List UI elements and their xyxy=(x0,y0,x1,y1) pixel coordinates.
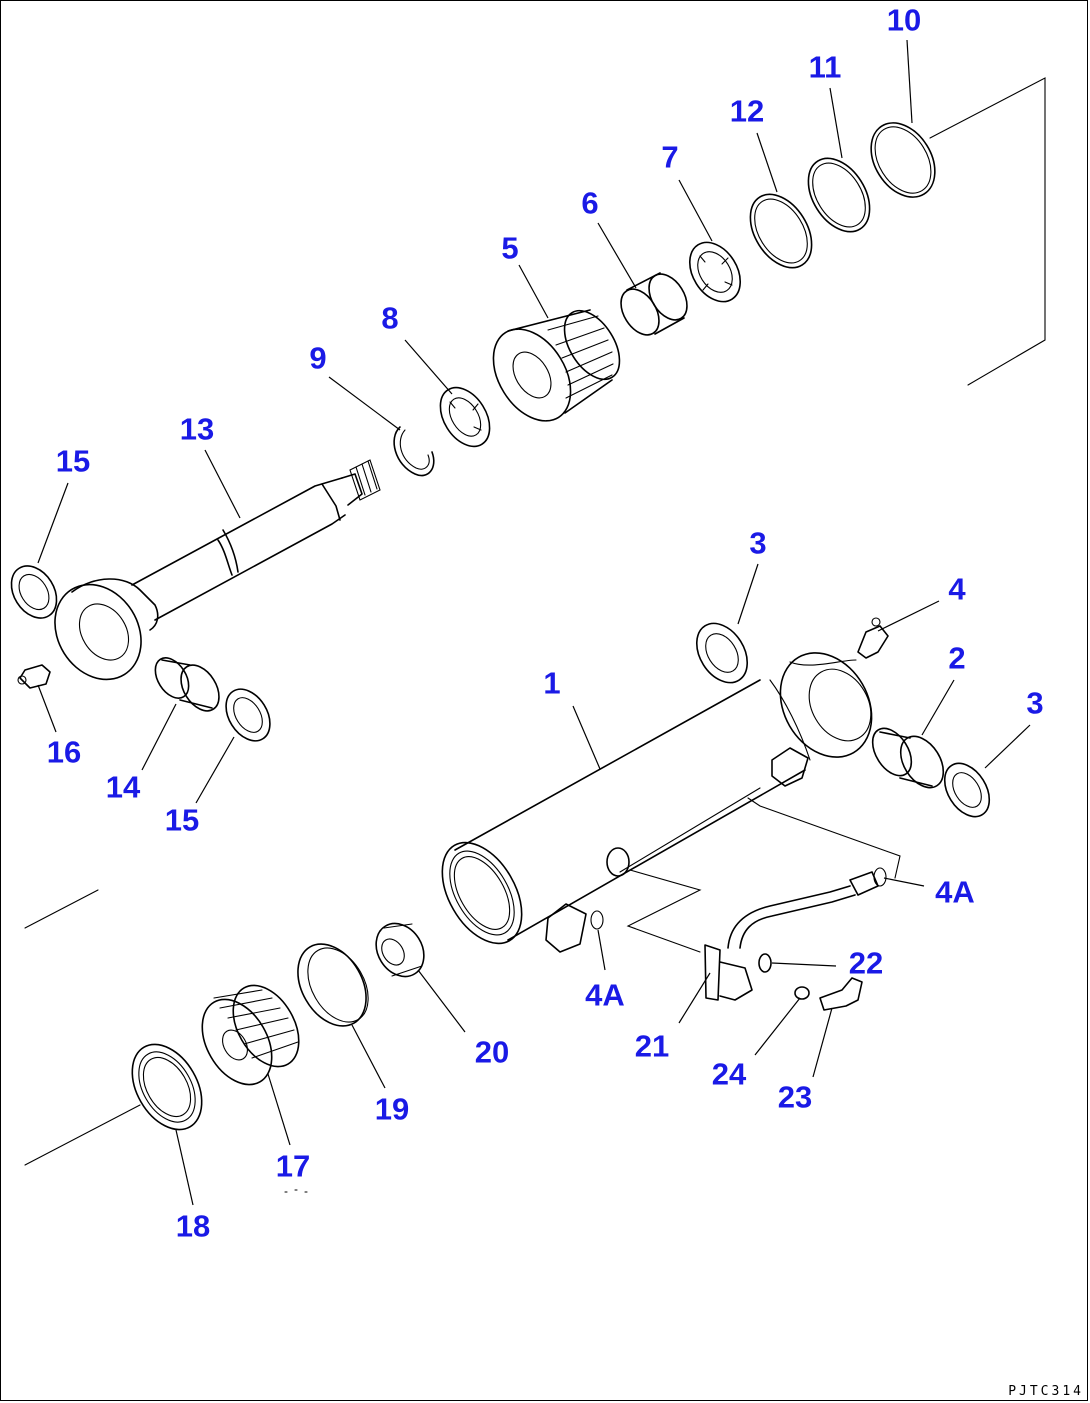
callout-5: 5 xyxy=(501,230,519,266)
callout-13: 13 xyxy=(179,411,215,447)
callout-23: 23 xyxy=(777,1079,813,1115)
part-1-cylinder-tube xyxy=(441,652,873,945)
part-8-ring xyxy=(439,386,491,448)
callout-9: 9 xyxy=(309,340,327,376)
part-6-bushing xyxy=(620,272,688,336)
callout-3-upper: 3 xyxy=(749,525,767,561)
callout-11: 11 xyxy=(808,49,842,85)
part-4-grease-fitting xyxy=(857,617,889,659)
callout-6: 6 xyxy=(581,185,599,221)
part-2-bushing xyxy=(871,727,945,789)
callout-4: 4 xyxy=(948,571,966,607)
part-23-bolt xyxy=(819,977,863,1011)
callout-15-lower: 15 xyxy=(164,802,200,838)
part-5-cylinder-head xyxy=(492,309,621,422)
callout-12: 12 xyxy=(729,93,765,129)
part-17-piston xyxy=(201,984,300,1086)
part-14-bushing xyxy=(154,657,220,712)
part-9-snap-ring xyxy=(393,426,435,477)
callout-21: 21 xyxy=(634,1028,670,1064)
callout-10: 10 xyxy=(886,2,922,38)
part-3-dust-seal-upper xyxy=(695,622,749,684)
part-20-nut xyxy=(375,922,425,978)
callout-17: 17 xyxy=(275,1148,311,1184)
callout-20: 20 xyxy=(474,1034,510,1070)
callout-24: 24 xyxy=(711,1056,747,1092)
callout-8: 8 xyxy=(381,300,399,336)
part-13-piston-rod xyxy=(54,459,381,681)
part-3-dust-seal-lower xyxy=(943,762,991,818)
part-22-ring xyxy=(758,953,772,973)
part-12-o-ring xyxy=(749,193,813,269)
part-21-bracket xyxy=(704,944,753,1001)
callout-3-lower: 3 xyxy=(1026,685,1044,721)
callout-14: 14 xyxy=(105,769,141,805)
part-16-grease-fitting xyxy=(17,664,51,689)
callout-16: 16 xyxy=(46,734,82,770)
callout-4A-right: 4A xyxy=(935,874,975,910)
callout-2: 2 xyxy=(948,640,966,676)
callout-19: 19 xyxy=(374,1091,410,1127)
drawing-code: PJTC314 xyxy=(1008,1384,1084,1399)
callout-1: 1 xyxy=(543,665,561,701)
part-24-washer xyxy=(794,986,810,1000)
part-10-o-ring xyxy=(870,122,936,198)
boundary-lines xyxy=(24,77,1046,1166)
leader-lines xyxy=(37,39,1031,1206)
part-15-dust-seal-lower xyxy=(225,688,271,742)
callout-7: 7 xyxy=(661,139,679,175)
part-11-backup-ring xyxy=(807,157,871,233)
part-18-ring xyxy=(131,1043,203,1131)
grease-piping xyxy=(545,787,901,953)
part-19-wear-ring xyxy=(297,943,369,1027)
part-7-dust-seal xyxy=(688,241,742,303)
part-15-dust-seal-upper xyxy=(10,565,58,619)
callout-4A-left: 4A xyxy=(585,977,625,1013)
callout-22: 22 xyxy=(848,945,884,981)
callout-15-upper: 15 xyxy=(55,443,91,479)
callout-18: 18 xyxy=(175,1208,211,1244)
